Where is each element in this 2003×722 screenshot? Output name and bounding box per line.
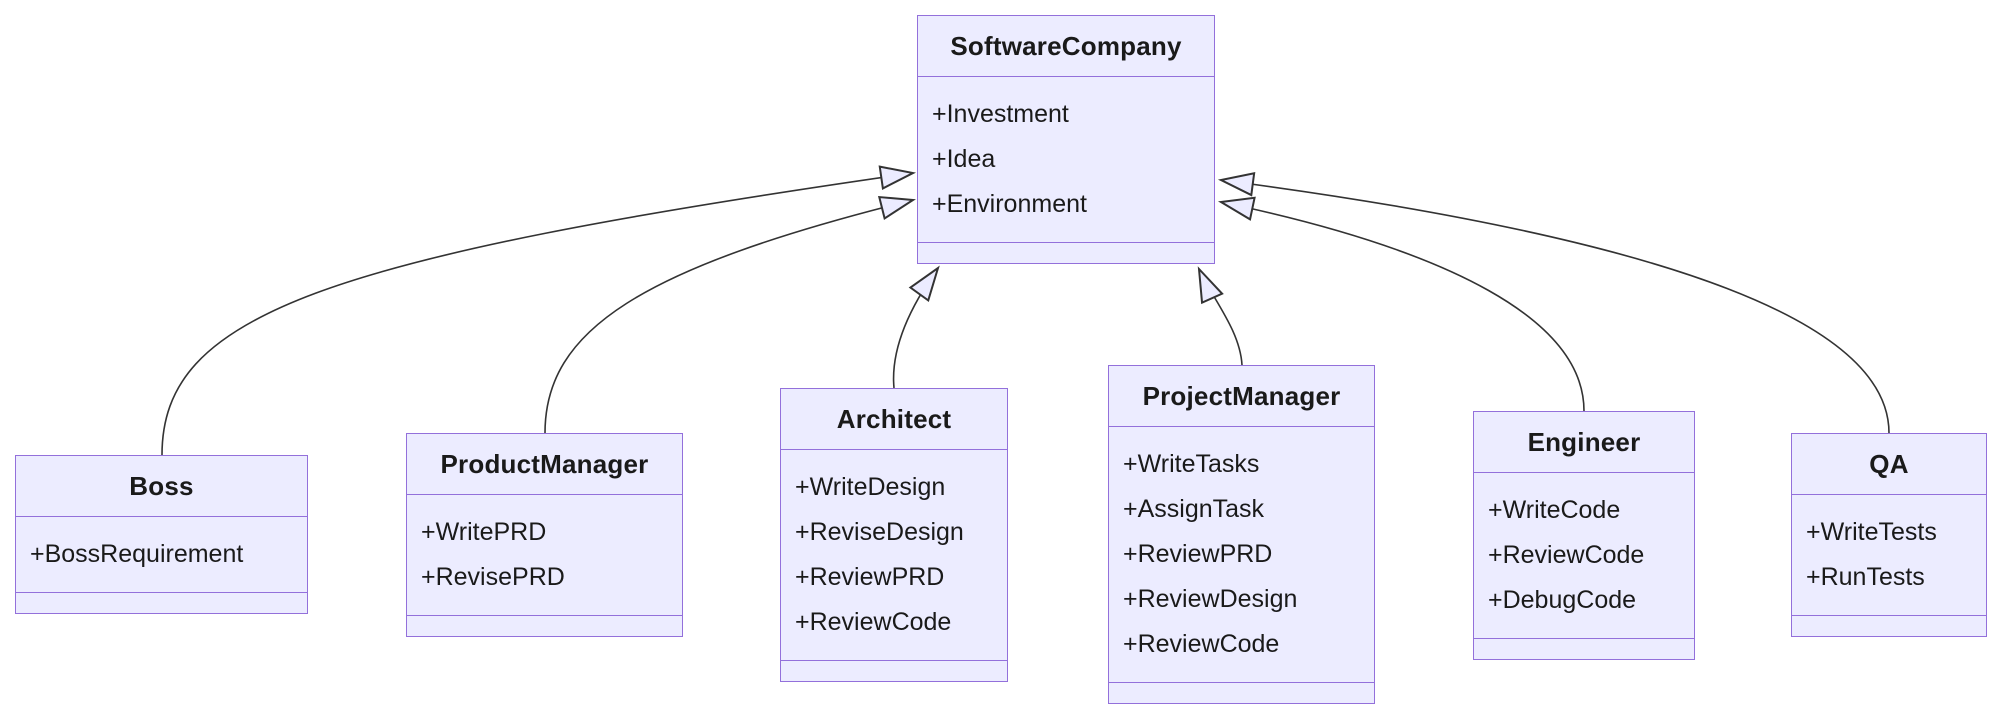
class-methods-empty-section xyxy=(1109,682,1374,703)
class-member: +ReviewPRD xyxy=(1123,540,1273,568)
class-member: +ReviewCode xyxy=(1123,630,1280,658)
edge-architect-to-softwarecompany xyxy=(892,265,940,389)
class-member: +ReviewDesign xyxy=(1123,585,1298,613)
class-box-productmanager: ProductManager +WritePRD +RevisePRD xyxy=(406,433,683,637)
class-member: +WriteDesign xyxy=(795,473,946,501)
class-members-section: +WriteTests +RunTests xyxy=(1792,495,1986,615)
class-member: +RunTests xyxy=(1806,563,1925,591)
class-box-softwarecompany: SoftwareCompany +Investment +Idea +Environ… xyxy=(917,15,1215,264)
class-title: Architect xyxy=(781,389,1007,450)
class-member: +ReviewCode xyxy=(1488,541,1645,569)
class-member: +BossRequirement xyxy=(30,540,244,568)
edge-qa-to-softwarecompany xyxy=(1217,171,1890,434)
class-methods-empty-section xyxy=(1792,615,1986,636)
class-member: +WriteTests xyxy=(1806,518,1937,546)
class-members-section: +BossRequirement xyxy=(16,517,307,592)
class-box-boss: Boss +BossRequirement xyxy=(15,455,308,614)
class-title: Engineer xyxy=(1474,412,1694,473)
class-member: +WritePRD xyxy=(421,518,547,546)
class-members-section: +WriteCode +ReviewCode +DebugCode xyxy=(1474,473,1694,638)
class-title: ProductManager xyxy=(407,434,682,495)
class-methods-empty-section xyxy=(1474,638,1694,659)
edge-projectmanager-to-softwarecompany xyxy=(1197,266,1243,366)
class-member: +ReviewPRD xyxy=(795,563,945,591)
class-methods-empty-section xyxy=(918,242,1214,263)
class-member: +ReviewCode xyxy=(795,608,952,636)
class-members-section: +Investment +Idea +Environment xyxy=(918,77,1214,242)
class-title: Boss xyxy=(16,456,307,517)
class-box-projectmanager: ProjectManager +WriteTasks +AssignTask +Re… xyxy=(1108,365,1375,704)
class-member: +RevisePRD xyxy=(421,563,565,591)
class-member: +DebugCode xyxy=(1488,586,1637,614)
class-member: +WriteTasks xyxy=(1123,450,1260,478)
class-member: +Idea xyxy=(932,145,996,173)
class-methods-empty-section xyxy=(781,660,1007,681)
class-members-section: +WriteTasks +AssignTask +ReviewPRD +ReviewD… xyxy=(1109,427,1374,682)
class-box-engineer: Engineer +WriteCode +ReviewCode +DebugCode xyxy=(1473,411,1695,660)
class-box-architect: Architect +WriteDesign +ReviseDesign +Revi… xyxy=(780,388,1008,682)
edge-engineer-to-softwarecompany xyxy=(1217,196,1585,412)
class-methods-empty-section xyxy=(16,592,307,613)
class-title: SoftwareCompany xyxy=(918,16,1214,77)
edge-productmanager-to-softwarecompany xyxy=(544,195,916,434)
class-box-qa: QA +WriteTests +RunTests xyxy=(1791,433,1987,637)
class-members-section: +WriteDesign +ReviseDesign +ReviewPRD +Revi… xyxy=(781,450,1007,660)
class-member: +ReviseDesign xyxy=(795,518,964,546)
edge-boss-to-softwarecompany xyxy=(161,165,917,456)
class-member: +WriteCode xyxy=(1488,496,1621,524)
class-members-section: +WritePRD +RevisePRD xyxy=(407,495,682,615)
class-member: +Investment xyxy=(932,100,1069,128)
class-member: +Environment xyxy=(932,190,1087,218)
class-title: ProjectManager xyxy=(1109,366,1374,427)
class-member: +AssignTask xyxy=(1123,495,1265,523)
class-title: QA xyxy=(1792,434,1986,495)
class-methods-empty-section xyxy=(407,615,682,636)
